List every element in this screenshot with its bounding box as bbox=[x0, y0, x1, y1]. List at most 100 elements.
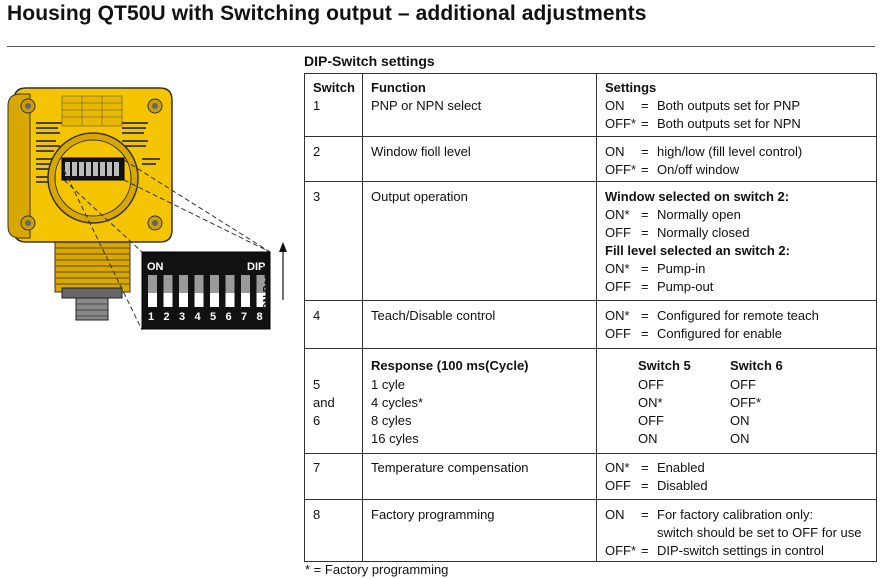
dip-knob-6 bbox=[225, 293, 235, 307]
table-row: 3 Output operation Window selected on sw… bbox=[305, 181, 876, 301]
col-head-switch5: Switch 5 bbox=[638, 358, 691, 373]
header-switch: Switch bbox=[313, 80, 355, 95]
dip-slot-5 bbox=[210, 275, 219, 307]
function-label: Output operation bbox=[371, 189, 468, 204]
setting-eq: = bbox=[641, 98, 649, 113]
setting-desc: Normally closed bbox=[657, 225, 750, 240]
setting-desc: Configured for enable bbox=[657, 326, 783, 341]
dip-knob-7 bbox=[241, 293, 250, 307]
switch-number: 3 bbox=[313, 189, 321, 204]
dip-number: 7 bbox=[241, 311, 248, 323]
setting-state: OFF bbox=[605, 225, 631, 240]
col-head-switch6: Switch 6 bbox=[730, 358, 783, 373]
switch6-value: OFF bbox=[730, 377, 756, 392]
setting-eq: = bbox=[641, 543, 649, 558]
setting-state: OFF bbox=[605, 279, 631, 294]
switch5-value: OFF bbox=[638, 377, 664, 392]
switch6-value: ON bbox=[730, 431, 750, 446]
switch-number: 7 bbox=[313, 460, 321, 475]
setting-state: ON bbox=[605, 507, 625, 522]
dip-slot-1 bbox=[148, 275, 157, 307]
function-label: 4 cycles* bbox=[371, 395, 424, 410]
title-divider bbox=[7, 46, 875, 47]
dip-number: 1 bbox=[148, 311, 155, 323]
switch5-value: ON bbox=[638, 431, 658, 446]
setting-eq: = bbox=[641, 308, 649, 323]
table-row: 4 Teach/Disable control ON* = Configured… bbox=[305, 300, 876, 349]
setting-state: OFF* bbox=[605, 543, 637, 558]
setting-eq: = bbox=[641, 460, 649, 475]
table-row: 2 Window fioll level ON = high/low (fill… bbox=[305, 136, 876, 182]
setting-desc: Pump-out bbox=[657, 279, 714, 294]
setting-desc: On/off window bbox=[657, 162, 740, 177]
settings-subheading: Fill level selected an switch 2: bbox=[605, 243, 790, 258]
dip-number: 4 bbox=[194, 311, 201, 323]
switch-number: 2 bbox=[313, 144, 321, 159]
setting-desc: high/low (fill level control) bbox=[657, 144, 803, 159]
setting-state: OFF bbox=[605, 478, 631, 493]
dip-number: 6 bbox=[225, 311, 232, 323]
dip-slot-3 bbox=[179, 275, 188, 307]
table-row: 8 Factory programming ON = For factory c… bbox=[305, 499, 876, 562]
function-label: 8 cyles bbox=[371, 413, 412, 428]
dip-slot-8 bbox=[256, 275, 266, 307]
setting-eq: = bbox=[641, 261, 649, 276]
function-label: Window fioll level bbox=[371, 144, 471, 159]
function-heading: Response (100 ms(Cycle) bbox=[371, 358, 529, 373]
setting-desc: For factory calibration only: bbox=[657, 507, 814, 522]
setting-state: ON bbox=[605, 144, 625, 159]
setting-eq: = bbox=[641, 478, 649, 493]
function-label: Temperature compensation bbox=[371, 460, 529, 475]
setting-eq: = bbox=[641, 162, 649, 177]
setting-desc: Configured for remote teach bbox=[657, 308, 819, 323]
setting-desc: switch should be set to OFF for use bbox=[657, 525, 862, 540]
dip-knob-5 bbox=[210, 293, 219, 307]
setting-desc: Pump-in bbox=[657, 261, 706, 276]
setting-state: OFF* bbox=[605, 162, 637, 177]
on-position-arrow bbox=[279, 242, 287, 300]
dip-number: 8 bbox=[256, 311, 263, 323]
setting-state: ON* bbox=[605, 207, 630, 222]
table-row: 7 Temperature compensation ON* = Enabled… bbox=[305, 453, 876, 500]
setting-state: ON* bbox=[605, 308, 630, 323]
zoom-leader-lines bbox=[63, 159, 271, 330]
switch5-value: OFF bbox=[638, 413, 664, 428]
dip-slot-6 bbox=[225, 275, 235, 307]
on-position-label: ON Position bbox=[262, 252, 273, 310]
dip-switch-enlarged bbox=[141, 251, 271, 330]
dip-number: 2 bbox=[163, 311, 170, 323]
setting-eq: = bbox=[641, 225, 649, 240]
switch-number: 1 bbox=[313, 98, 321, 113]
switch-number: 6 bbox=[313, 413, 321, 428]
settings-subheading: Window selected on switch 2: bbox=[605, 189, 790, 204]
dip-on-label: ON bbox=[147, 261, 164, 273]
section-title: DIP-Switch settings bbox=[304, 53, 435, 69]
switch-number: 8 bbox=[313, 507, 321, 522]
setting-desc: Normally open bbox=[657, 207, 741, 222]
sensor-housing-illustration bbox=[7, 87, 287, 330]
switch5-value: ON* bbox=[638, 395, 663, 410]
dip-knob-1 bbox=[148, 293, 157, 307]
setting-eq: = bbox=[641, 144, 649, 159]
setting-desc: Both outputs set for PNP bbox=[657, 98, 801, 113]
function-label: 16 cyles bbox=[371, 431, 419, 446]
table-row: Switch Function Settings 1 PNP or NPN se… bbox=[305, 74, 876, 136]
switch6-value: ON bbox=[730, 413, 750, 428]
dip-slot-2 bbox=[163, 275, 173, 307]
dip-label: DIP bbox=[247, 261, 266, 273]
dip-knob-8 bbox=[256, 293, 266, 307]
table-row: 5 and 6 Response (100 ms(Cycle) 1 cyle 4… bbox=[305, 348, 876, 454]
function-label: PNP or NPN select bbox=[371, 98, 482, 113]
setting-desc: Enabled bbox=[657, 460, 705, 475]
switch-number: 5 bbox=[313, 377, 321, 392]
dip-switch-settings-table: Switch Function Settings 1 PNP or NPN se… bbox=[304, 73, 877, 562]
header-settings: Settings bbox=[605, 80, 657, 95]
threaded-barrel bbox=[54, 229, 131, 321]
dip-number: 5 bbox=[210, 311, 217, 323]
setting-eq: = bbox=[641, 279, 649, 294]
setting-state: OFF bbox=[605, 326, 631, 341]
header-function: Function bbox=[371, 80, 426, 95]
dip-knob-3 bbox=[179, 293, 188, 307]
switch6-value: OFF* bbox=[730, 395, 762, 410]
